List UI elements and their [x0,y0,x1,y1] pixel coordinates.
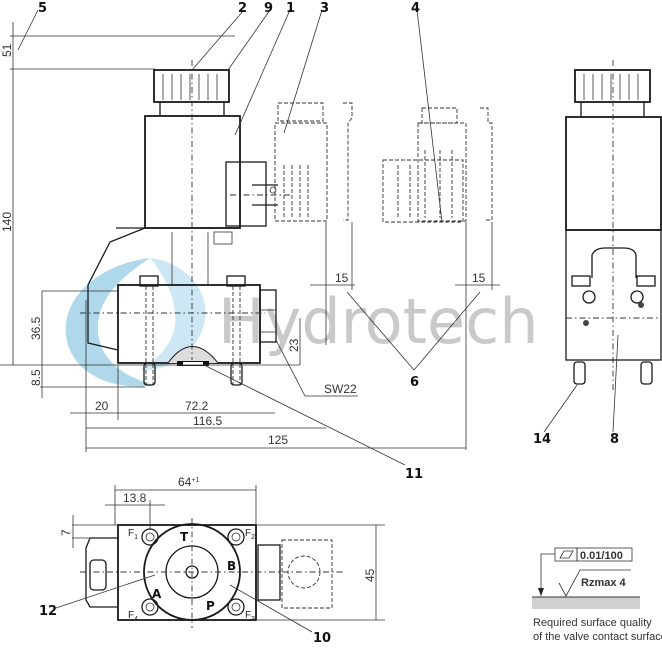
port-F4-label: F4 [128,610,138,623]
dimension-lines [0,22,500,621]
port-F1-label: F1 [128,528,138,541]
surface-note-line2: of the valve contact surface [533,631,662,643]
callout-9: 9 [264,1,273,16]
dim-23: 23 [287,338,301,352]
dim-15-left: 15 [335,271,349,285]
dim-64: 64+1 [178,475,199,489]
dim-sw22: SW22 [324,382,357,396]
surface-note-line1: Required surface quality [533,617,652,629]
port-F3-label: F3 [245,610,255,623]
surface-quality-symbol: 0.01/100 Rzmax 4 Required surface qualit… [532,547,662,643]
dim-15-right: 15 [472,271,486,285]
callout-1: 1 [286,1,295,16]
leader-lines [17,9,619,633]
callout-10: 10 [313,631,331,646]
dim-20: 20 [95,399,109,413]
dim-7: 7 [59,529,73,536]
dim-51: 51 [0,43,14,57]
connector-views [274,102,493,450]
callout-8: 8 [610,432,619,447]
port-T-label: T [180,530,189,544]
dim-36-5: 36.5 [29,316,43,340]
top-view: T B A P F1 F2 F3 F4 [80,518,345,628]
dim-116-5: 116.5 [193,414,222,428]
dim-8-5: 8.5 [29,369,43,386]
watermark-text: Hydrotech [218,285,539,358]
dim-45: 45 [363,568,377,582]
watermark-logo [65,258,206,387]
callout-11: 11 [405,467,423,482]
callout-3: 3 [320,1,329,16]
port-P-label: P [206,599,215,613]
roughness-value: Rzmax 4 [581,577,627,589]
front-view [80,60,290,386]
callout-2: 2 [238,1,247,16]
callout-4: 4 [411,1,420,16]
callout-14: 14 [533,432,551,447]
flatness-tolerance: 0.01/100 [580,550,623,562]
dim-140: 140 [0,212,14,232]
callout-6: 6 [410,375,419,390]
callout-5: 5 [38,1,47,16]
port-F2-label: F2 [245,528,255,541]
dim-72-2: 72.2 [185,399,209,413]
dim-13-8: 13.8 [123,491,147,505]
dim-125: 125 [268,433,288,447]
port-B-label: B [227,559,236,573]
callout-12: 12 [39,604,57,619]
port-A-label: A [152,587,162,601]
side-view [565,60,662,390]
